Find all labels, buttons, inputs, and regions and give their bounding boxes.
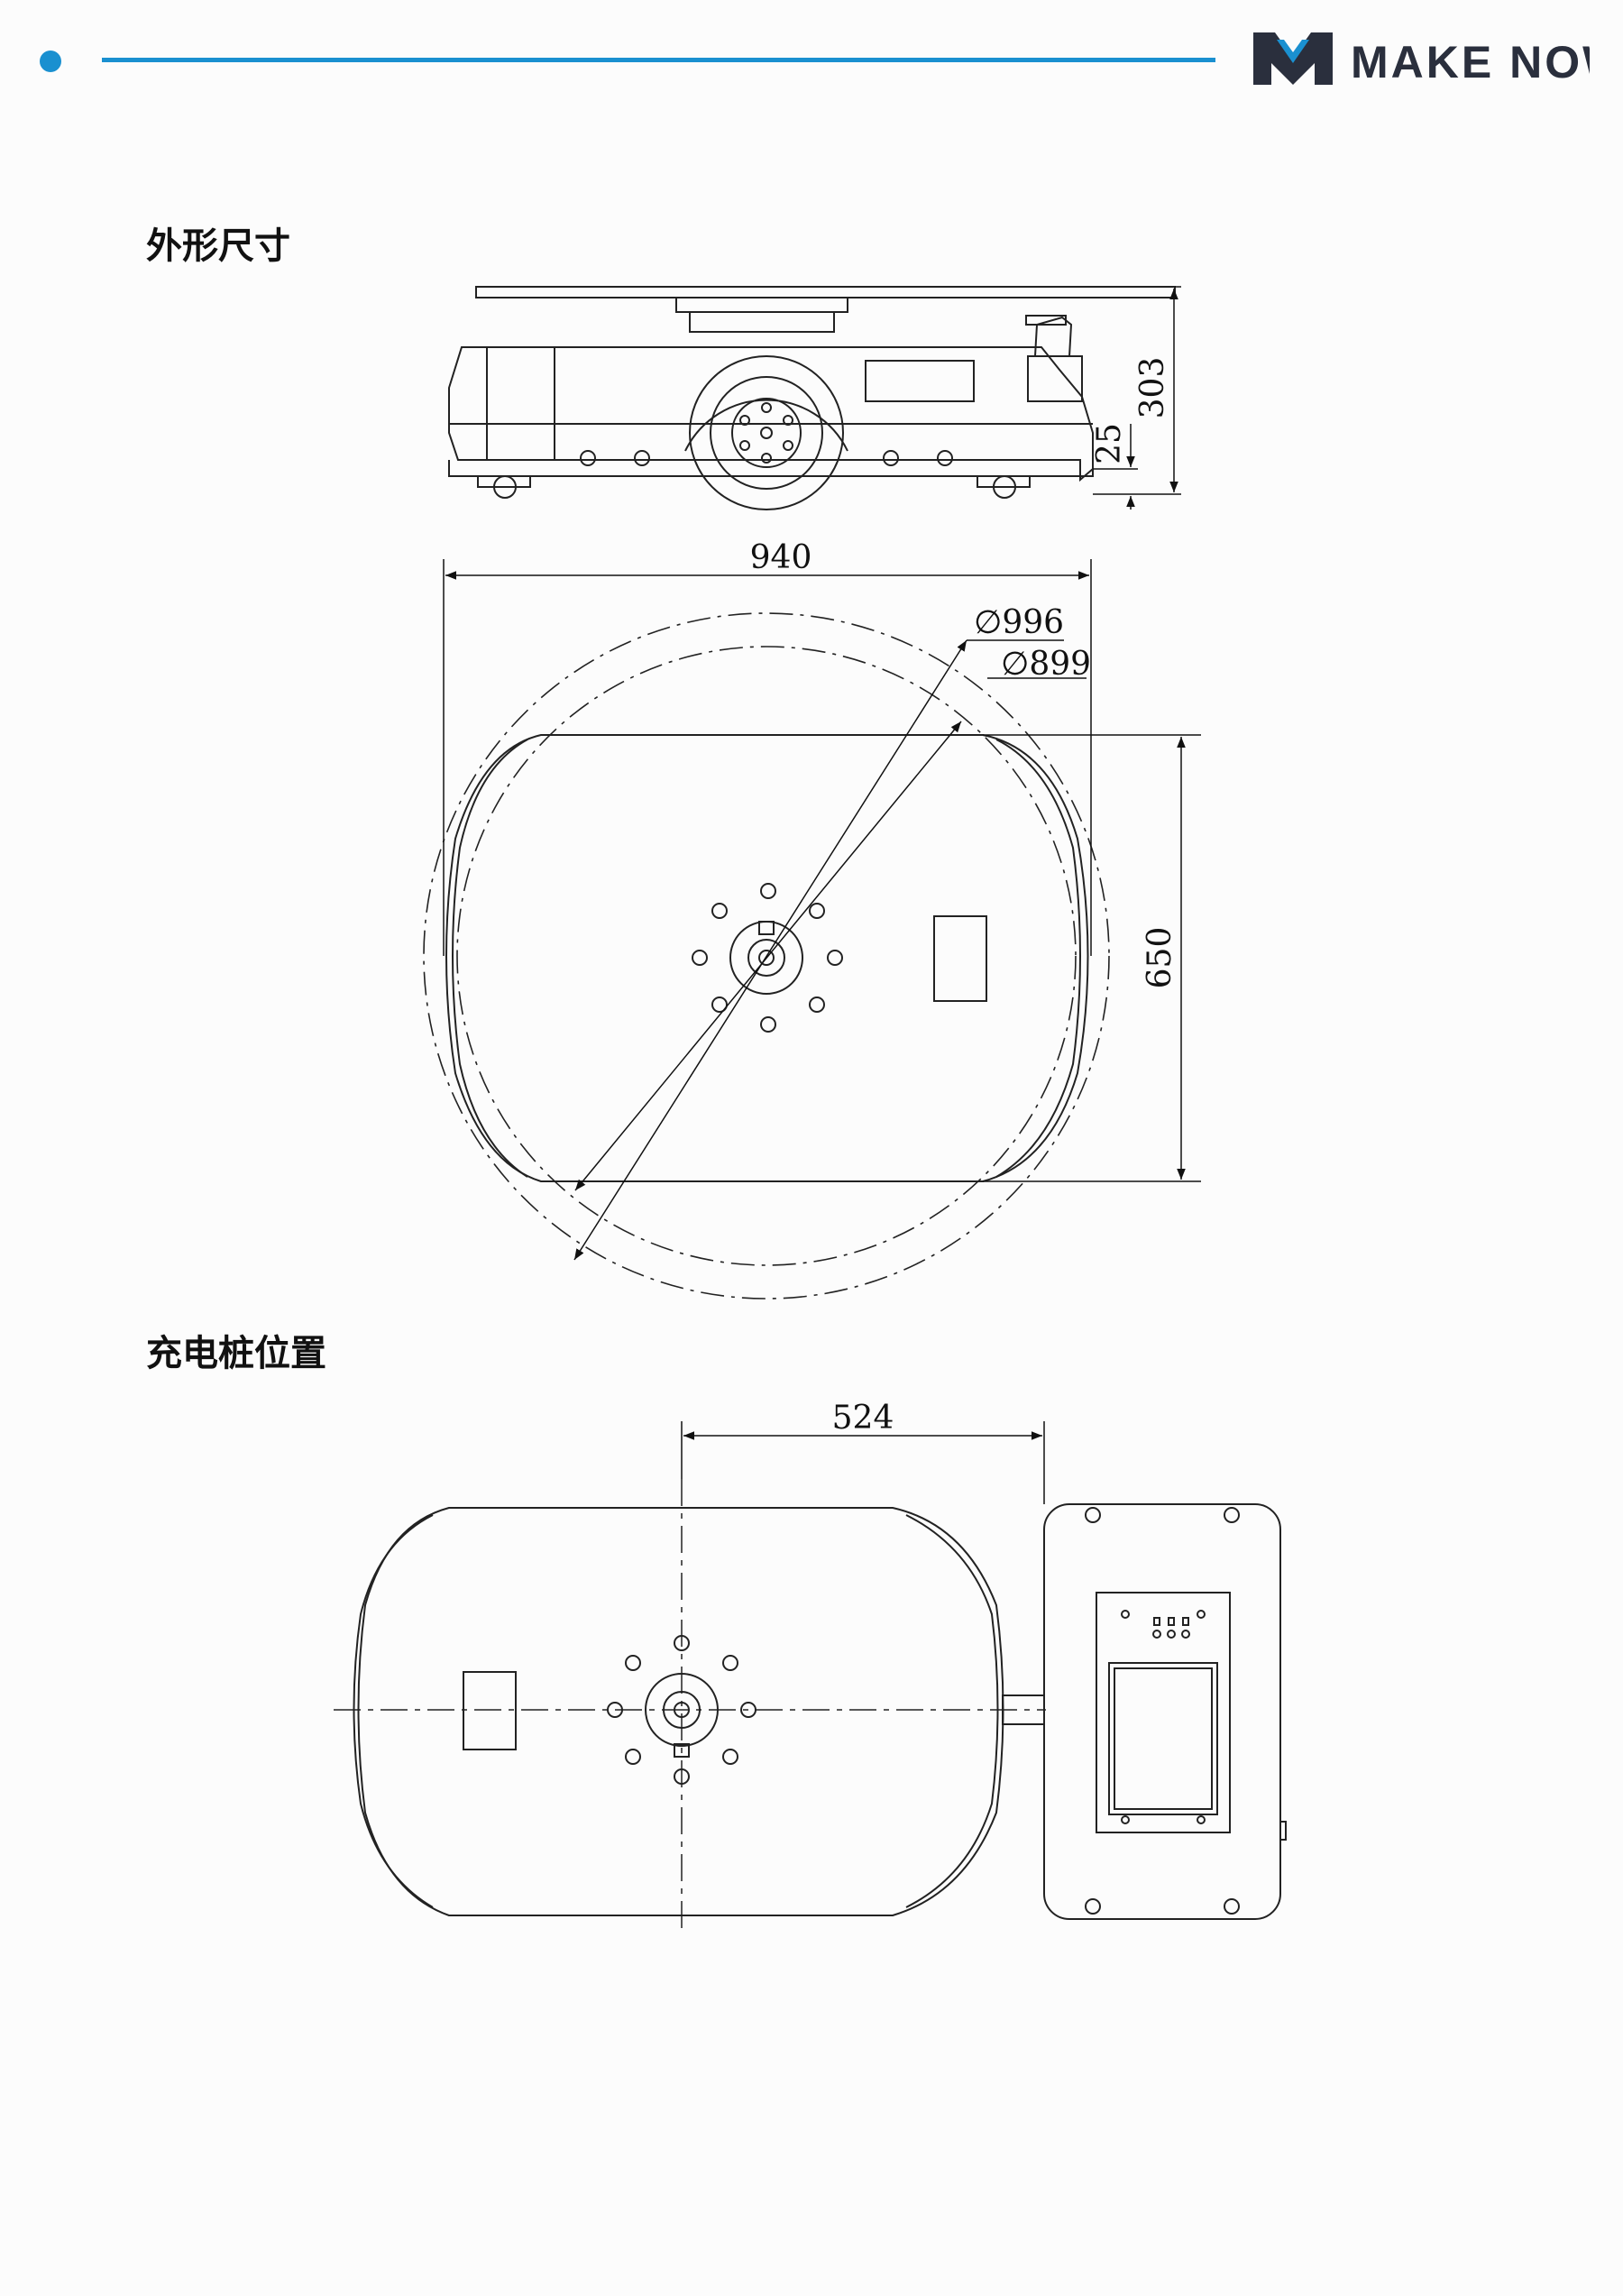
side-view-dimensions xyxy=(1093,286,1181,510)
dim-depth: 650 xyxy=(1142,927,1178,989)
section-title-dimensions: 外形尺寸 xyxy=(146,225,290,267)
dim-total-height: 303 xyxy=(1134,357,1171,419)
dim-inner-diameter: ∅899 xyxy=(1001,646,1091,683)
brand-logo: MAKE NOW xyxy=(1253,32,1590,87)
charging-view-dimensions xyxy=(681,1421,1045,1504)
top-view-dimensions xyxy=(443,559,1201,1261)
charging-view-drawing xyxy=(353,1503,1287,1920)
section-title-charging: 充电桩位置 xyxy=(146,1333,326,1374)
header-accent-dot xyxy=(40,51,61,72)
dim-outer-diameter: ∅996 xyxy=(974,604,1064,641)
dim-ground-clearance: 25 xyxy=(1091,423,1128,464)
side-view-drawing xyxy=(448,286,1176,510)
brand-name: MAKE NOW xyxy=(1351,37,1590,87)
dim-width: 940 xyxy=(750,539,812,576)
dim-charging-distance: 524 xyxy=(832,1400,894,1437)
charging-view-centerlines xyxy=(334,1479,1046,1930)
header-accent-line xyxy=(102,58,1215,62)
